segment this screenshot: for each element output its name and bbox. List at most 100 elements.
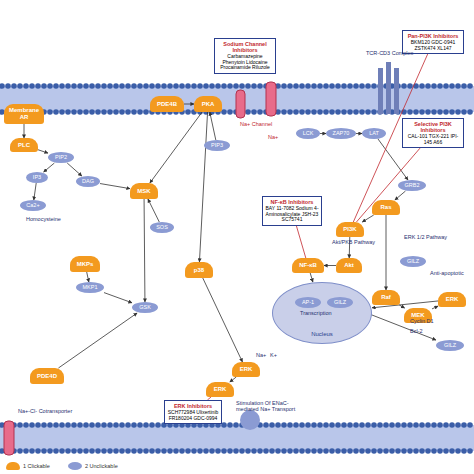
lipid-head xyxy=(23,448,29,454)
lipid-head xyxy=(95,83,101,89)
lipid-head xyxy=(311,448,317,454)
lipid-head xyxy=(119,83,125,89)
lipid-head xyxy=(365,83,371,89)
lipid-head xyxy=(251,83,257,89)
node-label: DAG xyxy=(82,178,94,184)
lipid-head xyxy=(341,422,347,428)
lipid-head xyxy=(149,422,155,428)
lipid-head xyxy=(347,448,353,454)
lipid-head xyxy=(173,83,179,89)
node-label: PLC xyxy=(18,142,30,149)
annotation: K+ xyxy=(270,352,284,358)
node-label: LCK xyxy=(303,130,314,136)
node-label: IP3 xyxy=(33,174,41,180)
pathway-arrow xyxy=(184,104,194,105)
lipid-head xyxy=(161,448,167,454)
lipid-head xyxy=(455,109,461,115)
unclickable-protein: GSK xyxy=(132,302,158,313)
lipid-head xyxy=(311,109,317,115)
node-label: GILZ xyxy=(334,299,346,305)
lipid-head xyxy=(323,109,329,115)
unclickable-protein: GILZ xyxy=(327,297,353,308)
lipid-head xyxy=(281,109,287,115)
lipid-head xyxy=(17,422,23,428)
inhibition-line xyxy=(296,226,305,258)
lipid-head xyxy=(395,448,401,454)
pathway-arrow xyxy=(24,124,25,138)
cotransporter-symbol xyxy=(4,421,14,455)
annotation: Cyclin D1 xyxy=(410,318,450,324)
node-label: LAT xyxy=(369,130,379,136)
pathway-arrow xyxy=(58,313,137,368)
inhibitor-box: Selective PI3K InhibitorsCAL-101 TGX-221… xyxy=(402,118,464,148)
lipid-head xyxy=(419,448,425,454)
unclickable-protein: DAG xyxy=(76,176,100,187)
lipid-head xyxy=(377,448,383,454)
pathway-arrow xyxy=(100,184,130,189)
lipid-head xyxy=(59,422,65,428)
lipid-head xyxy=(95,109,101,115)
lipid-head xyxy=(209,448,215,454)
lipid-head xyxy=(383,422,389,428)
node-label: GILZ xyxy=(407,258,419,264)
clickable-protein: NF-κB xyxy=(292,258,324,273)
lipid-head xyxy=(35,448,41,454)
lipid-head xyxy=(59,109,65,115)
lipid-head xyxy=(389,422,395,428)
lipid-head xyxy=(329,448,335,454)
lipid-head xyxy=(89,422,95,428)
clickable-protein: PLC xyxy=(10,138,38,152)
lipid-head xyxy=(107,448,113,454)
lipid-head xyxy=(77,448,83,454)
lipid-head xyxy=(335,422,341,428)
inhibitor-box: ERK InhibitorsSCH772984 Ulixertinib FR18… xyxy=(164,400,222,424)
annotation: Transcription xyxy=(300,310,350,316)
node-label: PIP3 xyxy=(211,142,223,148)
lipid-head xyxy=(41,422,47,428)
lipid-head xyxy=(77,422,83,428)
lipid-head xyxy=(347,422,353,428)
lipid-head xyxy=(107,83,113,89)
legend-swatch xyxy=(68,462,82,470)
lipid-head xyxy=(149,448,155,454)
lipid-head xyxy=(461,109,467,115)
lipid-head xyxy=(227,448,233,454)
lipid-head xyxy=(293,83,299,89)
lipid-head xyxy=(263,448,269,454)
legend-swatch xyxy=(6,462,20,470)
pathway-arrow xyxy=(310,273,313,282)
annotation: Na+ xyxy=(268,134,288,140)
legend-text: 2 Unclickable xyxy=(85,463,118,469)
lipid-head xyxy=(299,109,305,115)
pathway-arrow xyxy=(44,163,55,172)
pathway-arrow xyxy=(67,163,82,176)
lipid-head xyxy=(401,83,407,89)
lipid-head xyxy=(317,83,323,89)
lipid-head xyxy=(407,422,413,428)
annotation: TCR-CD3 Complex xyxy=(366,50,426,56)
clickable-protein: MKPs xyxy=(70,256,100,272)
lipid-head xyxy=(95,422,101,428)
lipid-head xyxy=(77,109,83,115)
lipid-head xyxy=(137,448,143,454)
lipid-head xyxy=(425,422,431,428)
lipid-head xyxy=(101,448,107,454)
lipid-head xyxy=(179,448,185,454)
node-label: Ras xyxy=(380,204,391,211)
unclickable-protein: PIP2 xyxy=(48,152,74,163)
lipid-head xyxy=(305,109,311,115)
lipid-head xyxy=(137,83,143,89)
lipid-head xyxy=(299,448,305,454)
annotation: Homocysteine xyxy=(26,216,76,222)
lipid-head xyxy=(17,83,23,89)
lipid-head xyxy=(389,448,395,454)
enac-channel xyxy=(240,410,260,430)
lipid-head xyxy=(0,83,5,89)
lipid-head xyxy=(329,109,335,115)
lipid-head xyxy=(455,83,461,89)
lipid-head xyxy=(227,422,233,428)
pathway-arrow xyxy=(386,215,387,290)
lipid-head xyxy=(257,83,263,89)
inhibitor-box: NF-κB InhibitorsBAY 11-7082 Sodium 4-Ami… xyxy=(262,196,322,226)
